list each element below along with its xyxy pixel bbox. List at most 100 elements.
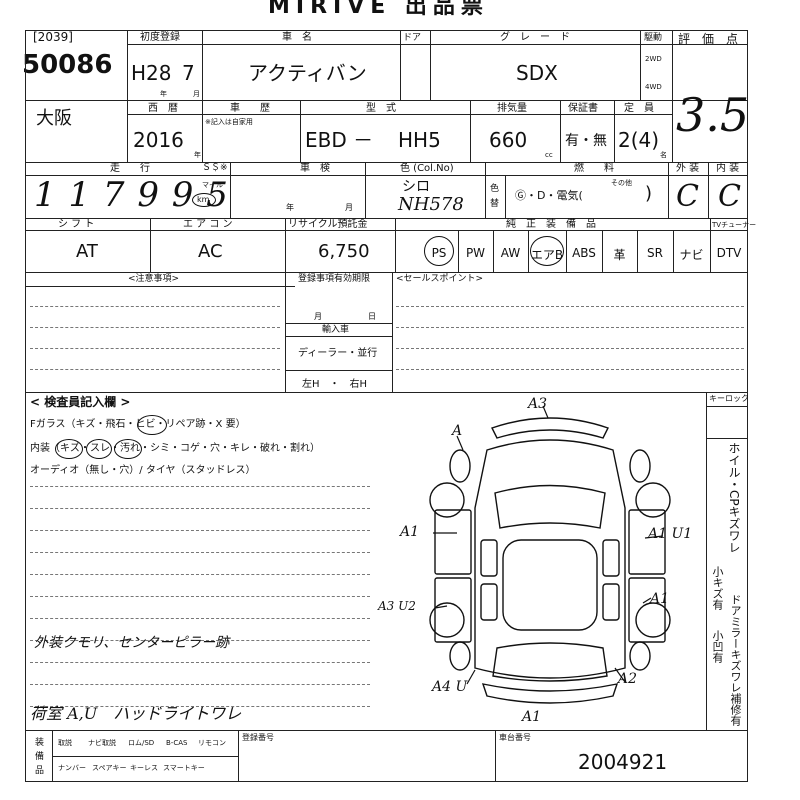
unit-year: 年 xyxy=(160,90,167,98)
footer-navi-manual: ナビ取説 xyxy=(88,739,116,747)
capacity-label: 定 員 xyxy=(624,103,654,114)
exterior-grade-label: 外 装 xyxy=(676,163,700,174)
shaken-unit-year: 年 xyxy=(286,203,294,212)
car-name: アクティバン xyxy=(248,61,367,85)
mileage-unit-mile: マイル xyxy=(202,181,223,189)
right-note-small-scratch: 小キズ有 xyxy=(711,566,724,610)
history-label: 車 歴 xyxy=(230,103,270,114)
interior-grade-label: 内 装 xyxy=(716,163,740,174)
chassis-number-label: 車台番号 xyxy=(499,733,531,742)
color-name: シロ xyxy=(402,179,430,195)
footer-bcas: B-CAS xyxy=(166,739,188,747)
footer-plate: ナンバー xyxy=(58,764,86,772)
document-title: MIRIVE 出品票 xyxy=(268,0,489,19)
warranty-label: 保証書 xyxy=(568,103,598,114)
equip-ps-circle xyxy=(424,236,454,266)
first-registration-label: 初度登録 xyxy=(140,32,180,43)
footer-manual: 取説 xyxy=(58,739,72,747)
capacity-value: 2(4) xyxy=(618,128,660,152)
shift-label: シ フ ト xyxy=(58,219,95,230)
handwritten-note-1: 外装クモリ、センターピラー跡 xyxy=(34,635,230,651)
car-damage-diagram xyxy=(429,405,671,704)
keylock-label: キーロック xyxy=(709,394,749,403)
damage-mark-right-rear-light: A2 xyxy=(618,671,638,687)
fuel-label: 燃 料 xyxy=(574,163,614,174)
notes-label: <注意事項> xyxy=(128,274,180,284)
recycle-value: 6,750 xyxy=(318,241,370,262)
sales-point-label: <セールスポイント> xyxy=(396,274,484,284)
warranty-value: 有・無 xyxy=(565,133,607,149)
footer-spare-key: スペアキー xyxy=(92,764,127,772)
expiry-label: 登録事項有効期限 xyxy=(298,274,371,284)
capacity-unit: 名 xyxy=(660,151,667,159)
color-label: 色 (Col.No) xyxy=(400,163,454,174)
inspector-audio: オーディオ（無し・穴）/ タイヤ（スタッドレス） xyxy=(30,465,256,476)
inspector-label: < 検査員記入欄 > xyxy=(30,395,131,409)
western-year-unit: 年 xyxy=(194,151,201,159)
color-code: NH578 xyxy=(398,194,464,215)
damage-mark-front: A3 xyxy=(528,396,548,412)
tv-tuner-label: TVチューナー xyxy=(712,221,757,229)
model-prefix: EBD － xyxy=(305,128,374,152)
door-label: ドア xyxy=(403,33,422,43)
drive-2wd: 2WD xyxy=(645,55,662,63)
car-body xyxy=(474,439,626,679)
equip-sr: SR xyxy=(647,246,663,260)
color-change-label: 色替 xyxy=(490,184,500,209)
footer-smart-key: スマートキー xyxy=(163,764,205,772)
unit-month: 月 xyxy=(193,90,200,98)
footer-equipment-label: 装備品 xyxy=(35,738,45,776)
displacement-value: 660 xyxy=(489,128,528,152)
inspector-interior: 内装（キズ・スレ・汚れ・シミ・コゲ・穴・キレ・破れ・割れ） xyxy=(30,443,320,454)
interior-scuff-mark xyxy=(86,439,112,459)
western-year-label: 西 暦 xyxy=(148,103,178,114)
fuel-other: その他 xyxy=(611,179,632,187)
equip-pw: PW xyxy=(465,246,486,260)
drive-4wd: 4WD xyxy=(645,83,662,91)
damage-mark-right-rear: A1 xyxy=(650,591,670,607)
equip-abs: ABS xyxy=(572,246,596,260)
lot-bracket: [2039] xyxy=(33,30,73,44)
equipment-label: 純 正 装 備 品 xyxy=(506,219,596,230)
damage-mark-left-rear-light: A4 U xyxy=(432,679,468,695)
mileage-unit-circle xyxy=(192,193,216,207)
interior-scratch-mark xyxy=(55,439,83,459)
glass-chip-mark xyxy=(137,415,167,435)
exterior-grade: C xyxy=(676,179,699,214)
meter-label: Ｓ＄※ xyxy=(202,163,228,173)
aircon-value: AC xyxy=(198,241,223,262)
model-code: HH5 xyxy=(398,128,441,152)
damage-mark-left-front-door: A1 xyxy=(400,524,420,540)
interior-grade: C xyxy=(718,179,741,214)
drive-label: 駆動 xyxy=(644,33,663,43)
first-registration-month: 7 xyxy=(182,61,195,85)
equip-aw: AW xyxy=(500,246,521,260)
car-name-label: 車 名 xyxy=(282,32,312,43)
fuel-options: Ⓖ・D・電気( xyxy=(515,189,583,202)
equip-dtv: DTV xyxy=(716,246,742,260)
interior-stain-mark xyxy=(114,439,142,459)
damage-mark-left-mirror: A xyxy=(452,423,463,439)
damage-mark-left-rear: A3 U2 xyxy=(378,599,416,613)
import-label: 輸入車 xyxy=(322,325,350,335)
grade-value: SDX xyxy=(516,61,558,85)
rear-bumper xyxy=(481,683,619,704)
expiry-unit-day: 日 xyxy=(368,312,376,321)
fuel-close: ) xyxy=(645,183,653,204)
footer-remote: リモコン xyxy=(198,739,226,747)
western-year: 2016 xyxy=(133,128,184,152)
chassis-number: 2004921 xyxy=(578,750,668,774)
equip-airbag-circle xyxy=(530,236,564,266)
registration-number-label: 登録番号 xyxy=(242,733,274,742)
score-label: 評 価 点 xyxy=(678,32,739,46)
mileage-label: 走 行 xyxy=(110,163,150,174)
footer-rom-sd: ロム/SD xyxy=(128,739,155,747)
grade-label: グ レ ー ド xyxy=(500,32,570,43)
expiry-unit-month: 月 xyxy=(314,312,322,321)
right-note-small-dent: 小凹有 xyxy=(711,630,724,663)
shift-value: AT xyxy=(76,241,98,262)
import-options: ディーラー・並行 xyxy=(298,348,378,359)
damage-mark-right-front-door: A1 U1 xyxy=(648,526,693,542)
history-sublabel: ※記入は自家用 xyxy=(205,118,253,126)
right-note-mirror: ドアミラーキズワレ補修有 xyxy=(729,594,742,726)
